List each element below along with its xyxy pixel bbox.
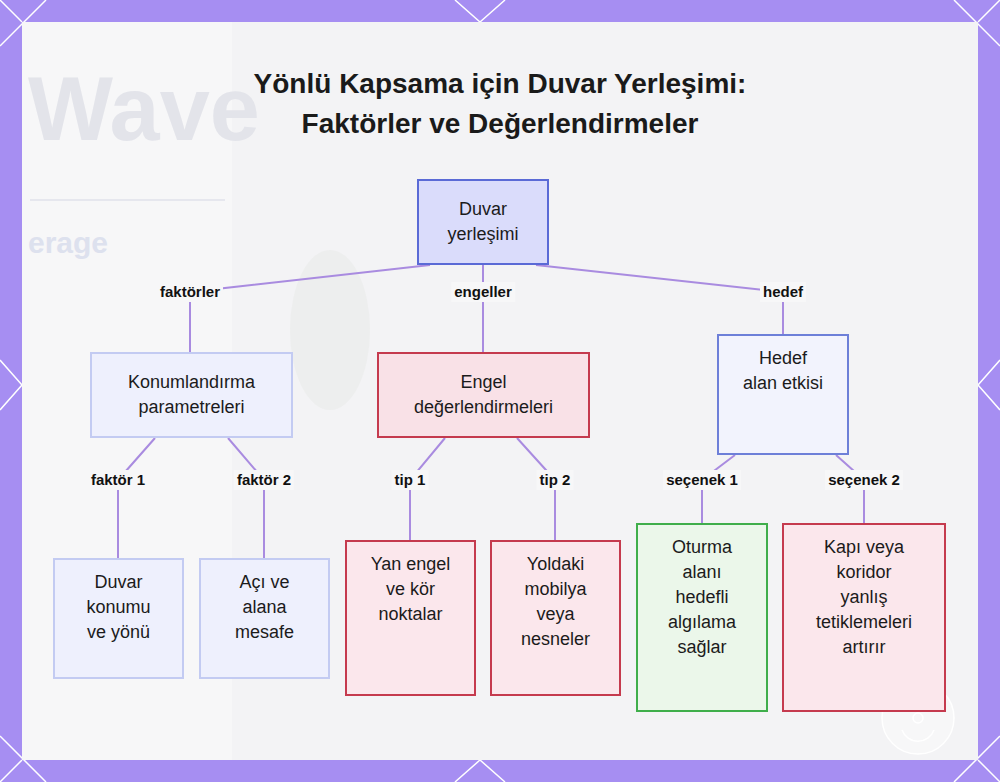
decor-line <box>978 360 1000 410</box>
node-label: Açı ve alana mesafe <box>227 570 302 645</box>
connector-line <box>118 438 155 558</box>
diagram-title: Yönlü Kapsama için Duvar Yerleşimi: Fakt… <box>230 64 770 144</box>
node-label: Engel değerlendirmeleri <box>399 370 568 420</box>
decor-line <box>0 0 22 22</box>
root-box: Duvar yerleşimi <box>417 179 549 265</box>
edge-label: faktör 2 <box>234 470 294 490</box>
node-label: Yoldaki mobilya veya nesneler <box>510 552 601 652</box>
decor-line <box>0 360 22 410</box>
decor-line <box>455 0 505 22</box>
edge-label: hedef <box>760 282 806 302</box>
watermark-text: Wave <box>28 58 260 161</box>
node-label: Yan engel ve kör noktalar <box>365 552 456 627</box>
node-label: Hedef alan etkisi <box>741 346 825 396</box>
leaf-box: Yan engel ve kör noktalar <box>345 540 476 696</box>
decor-line <box>0 760 22 782</box>
leaf-box: Açı ve alana mesafe <box>199 558 330 679</box>
edge-label: seçenek 2 <box>825 470 903 490</box>
connector-line <box>536 265 783 334</box>
decor-line <box>978 760 1000 782</box>
category-box: Hedef alan etkisi <box>717 334 849 455</box>
leaf-box: Kapı veya koridor yanlış tetiklemeleri a… <box>782 523 946 712</box>
leaf-box: Oturma alanı hedefli algılama sağlar <box>636 523 768 712</box>
decor-line <box>978 0 1000 22</box>
edge-label: engeller <box>451 282 515 302</box>
edge-label: faktör 1 <box>88 470 148 490</box>
node-label: Oturma alanı hedefli algılama sağlar <box>657 535 747 660</box>
faded-plant <box>290 250 370 410</box>
connector-line <box>190 265 430 352</box>
logo-dot <box>913 713 923 723</box>
faded-rule <box>30 199 225 201</box>
edge-label: faktörler <box>157 282 223 302</box>
category-box: Konumlandırma parametreleri <box>90 352 293 438</box>
leaf-box: Duvar konumu ve yönü <box>53 558 184 679</box>
node-label: Konumlandırma parametreleri <box>104 370 279 420</box>
edge-label: seçenek 1 <box>663 470 741 490</box>
edge-label: tip 1 <box>392 470 429 490</box>
decor-line <box>455 760 505 782</box>
edge-label: tip 2 <box>537 470 574 490</box>
node-label: Duvar yerleşimi <box>439 197 527 247</box>
node-label: Duvar konumu ve yönü <box>81 570 156 645</box>
card <box>22 22 978 760</box>
node-label: Kapı veya koridor yanlış tetiklemeleri a… <box>811 535 917 660</box>
watermark-text: erage <box>28 226 108 260</box>
category-box: Engel değerlendirmeleri <box>377 352 590 438</box>
leaf-box: Yoldaki mobilya veya nesneler <box>490 540 621 696</box>
connector-line <box>482 265 484 352</box>
connector-line <box>228 438 264 558</box>
